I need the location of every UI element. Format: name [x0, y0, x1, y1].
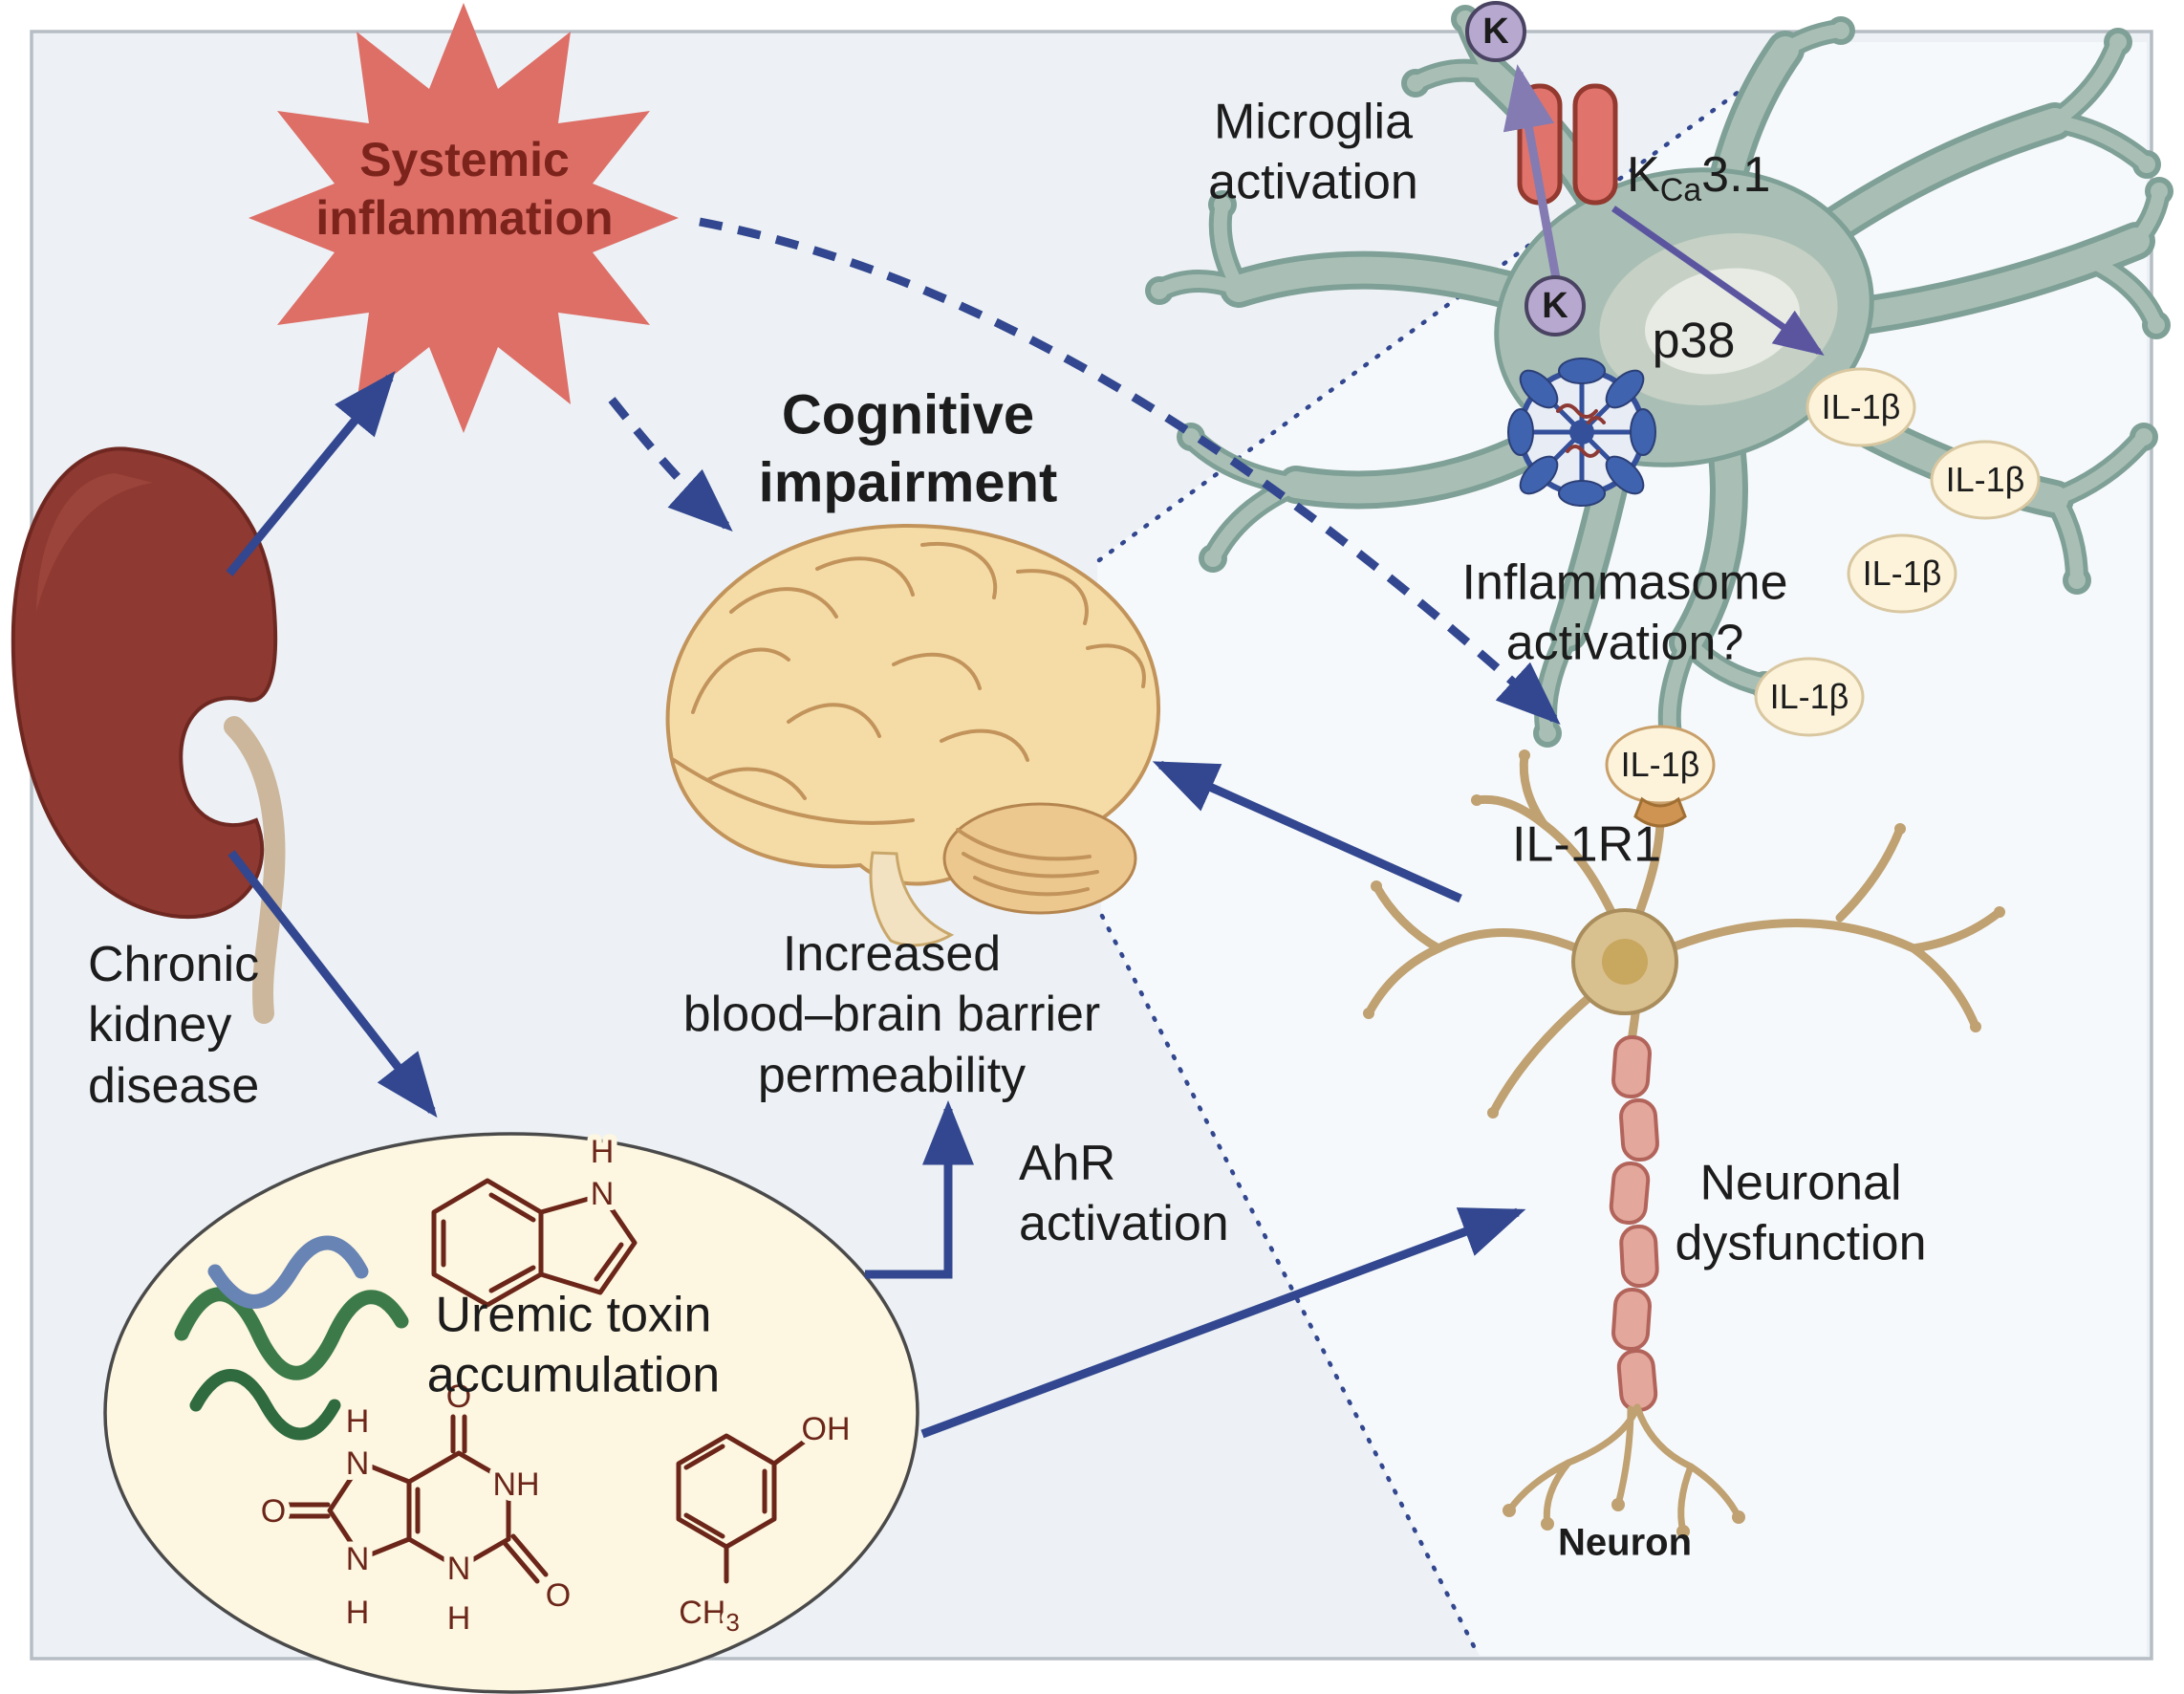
uric-h-leftbottom-label: H	[346, 1595, 370, 1631]
inflammation-to-microglia-dashed-arrow	[699, 217, 1561, 726]
il1r1-label: IL-1R1	[1511, 816, 1662, 873]
magnification-dotted-lines	[1096, 39, 1809, 1657]
neuron-dendrites	[1363, 749, 2005, 1118]
inflammasome-icon	[1507, 358, 1656, 507]
toxins-to-neuron-arrow	[920, 1207, 1526, 1439]
p-cresol-structure-icon: OH CH3	[673, 1405, 855, 1642]
bbb-permeability-label: Increased blood–brain barrier permeabili…	[682, 925, 1101, 1103]
uric-n-leftbottom-label: N	[346, 1541, 370, 1577]
systemic-inflammation-starburst	[249, 3, 679, 433]
uric-n-lefttop-label: N	[346, 1445, 370, 1482]
neuron-to-brain-arrow	[1152, 760, 1462, 903]
il1b-label: IL-1β	[1620, 745, 1700, 785]
uremic-toxin-label: Uremic toxin accumulation	[426, 1287, 721, 1403]
il1b-vesicle	[1806, 367, 1916, 447]
pathway-arrows	[226, 217, 1561, 1439]
indole-n-label: N	[591, 1176, 615, 1212]
neuronal-dysfunction-label: Neuronal dysfunction	[1675, 1155, 1927, 1271]
uric-o-bottom-label: O	[546, 1577, 571, 1614]
inflammation-to-brain-dashed-arrow	[608, 397, 733, 532]
uric-o-left-label: O	[261, 1493, 286, 1530]
neuron-label: Neuron	[1558, 1521, 1692, 1564]
cresol-oh-label: OH	[802, 1411, 851, 1447]
il1b-label: IL-1β	[1821, 387, 1901, 427]
protein-ribbon-icon	[174, 1235, 409, 1441]
potassium-efflux-arrow	[1503, 64, 1563, 290]
uremic-toxin-ellipse: H N O NH O N H N H N H O	[103, 1128, 919, 1694]
ahr-activation-label: AhR activation	[1019, 1136, 1229, 1252]
il1r1-receptor-cup	[1633, 796, 1687, 828]
axon-terminals	[1503, 1403, 1745, 1538]
myelinated-axon	[1609, 1034, 1659, 1413]
indole-structure-icon: H N	[431, 1128, 638, 1308]
uric-n-bottom-label: N	[447, 1551, 471, 1587]
cognitive-impairment-label: Cognitive impairment	[758, 383, 1058, 513]
brain-illustration	[665, 523, 1161, 947]
p38-label: p38	[1652, 313, 1736, 369]
il1r1-receptor-stem	[1633, 819, 1665, 921]
il1b-label: IL-1β	[1769, 677, 1849, 717]
uric-nh-label: NH	[492, 1466, 539, 1503]
microglia-nucleus-highlight	[1645, 268, 1800, 375]
il1b-vesicle	[1847, 533, 1957, 614]
uric-acid-structure-icon: O NH O N H N H N H O	[255, 1373, 576, 1642]
chronic-kidney-disease-label: Chronic kidney disease	[88, 937, 260, 1114]
kca31-label: KCa3.1	[1627, 147, 1771, 208]
potassium-ion-top	[1465, 1, 1526, 62]
cerebellum	[942, 802, 1137, 915]
il1b-label: IL-1β	[1862, 554, 1942, 594]
il1b-vesicles	[1605, 367, 2041, 805]
toxins-to-bbb-arrow	[865, 1100, 974, 1279]
uric-h-lefttop-label: H	[346, 1403, 370, 1440]
systemic-inflammation-label: Systemic inflammation	[315, 133, 614, 245]
potassium-label-bottom: K	[1542, 285, 1568, 326]
brainstem	[869, 851, 955, 947]
microglia-activation-label: Microglia activation	[1208, 94, 1418, 210]
neuron-nucleus	[1602, 939, 1648, 985]
ureter	[224, 716, 286, 1024]
indole-h-label: H	[591, 1134, 615, 1170]
il1b-vesicle-on-receptor	[1605, 725, 1716, 805]
neuron-cell	[1363, 749, 2005, 1538]
brain-gyri	[672, 541, 1146, 825]
potassium-ion-bottom	[1524, 275, 1586, 337]
il1b-vesicle	[1754, 657, 1865, 737]
uric-h-bottom-label: H	[447, 1600, 471, 1637]
il1b-vesicle	[1930, 440, 2041, 520]
uric-o-top-label: O	[446, 1379, 471, 1415]
channel-to-p38-arrow	[1611, 206, 1825, 357]
kidney-illustration	[11, 446, 286, 1024]
inflammasome-activation-label: Inflammasome activation?	[1461, 554, 1788, 671]
cresol-ch3-label: CH3	[679, 1595, 740, 1637]
il1b-label: IL-1β	[1945, 460, 2025, 500]
kidney-to-inflammation-arrow	[226, 371, 396, 576]
potassium-label-top: K	[1482, 11, 1509, 52]
kidney-to-toxins-arrow	[227, 850, 438, 1118]
